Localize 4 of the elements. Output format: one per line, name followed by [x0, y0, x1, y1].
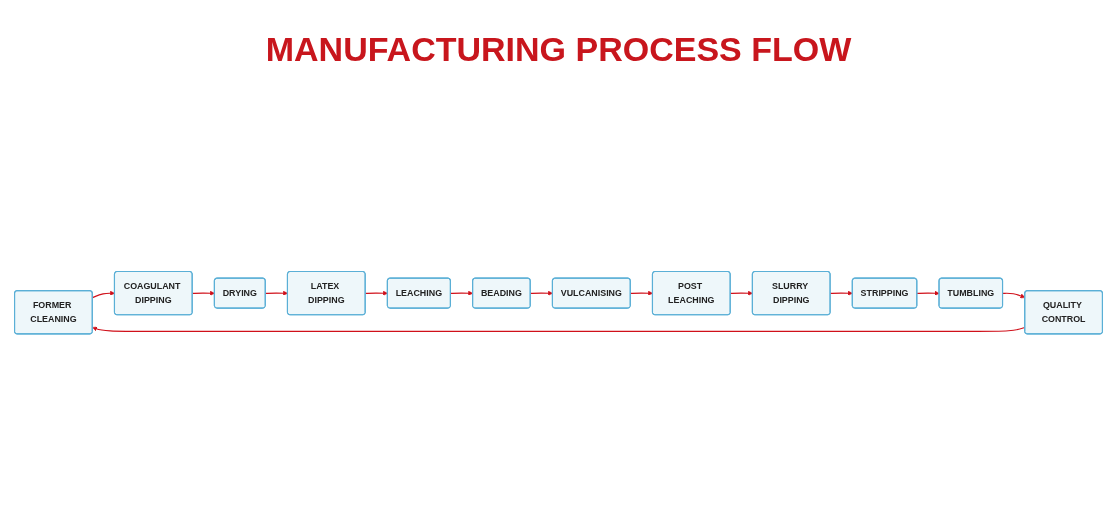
arrow — [630, 291, 653, 297]
diagram-title: MANUFACTURING PROCESS FLOW — [265, 30, 852, 69]
arrow — [916, 291, 940, 297]
arrow — [92, 291, 115, 299]
